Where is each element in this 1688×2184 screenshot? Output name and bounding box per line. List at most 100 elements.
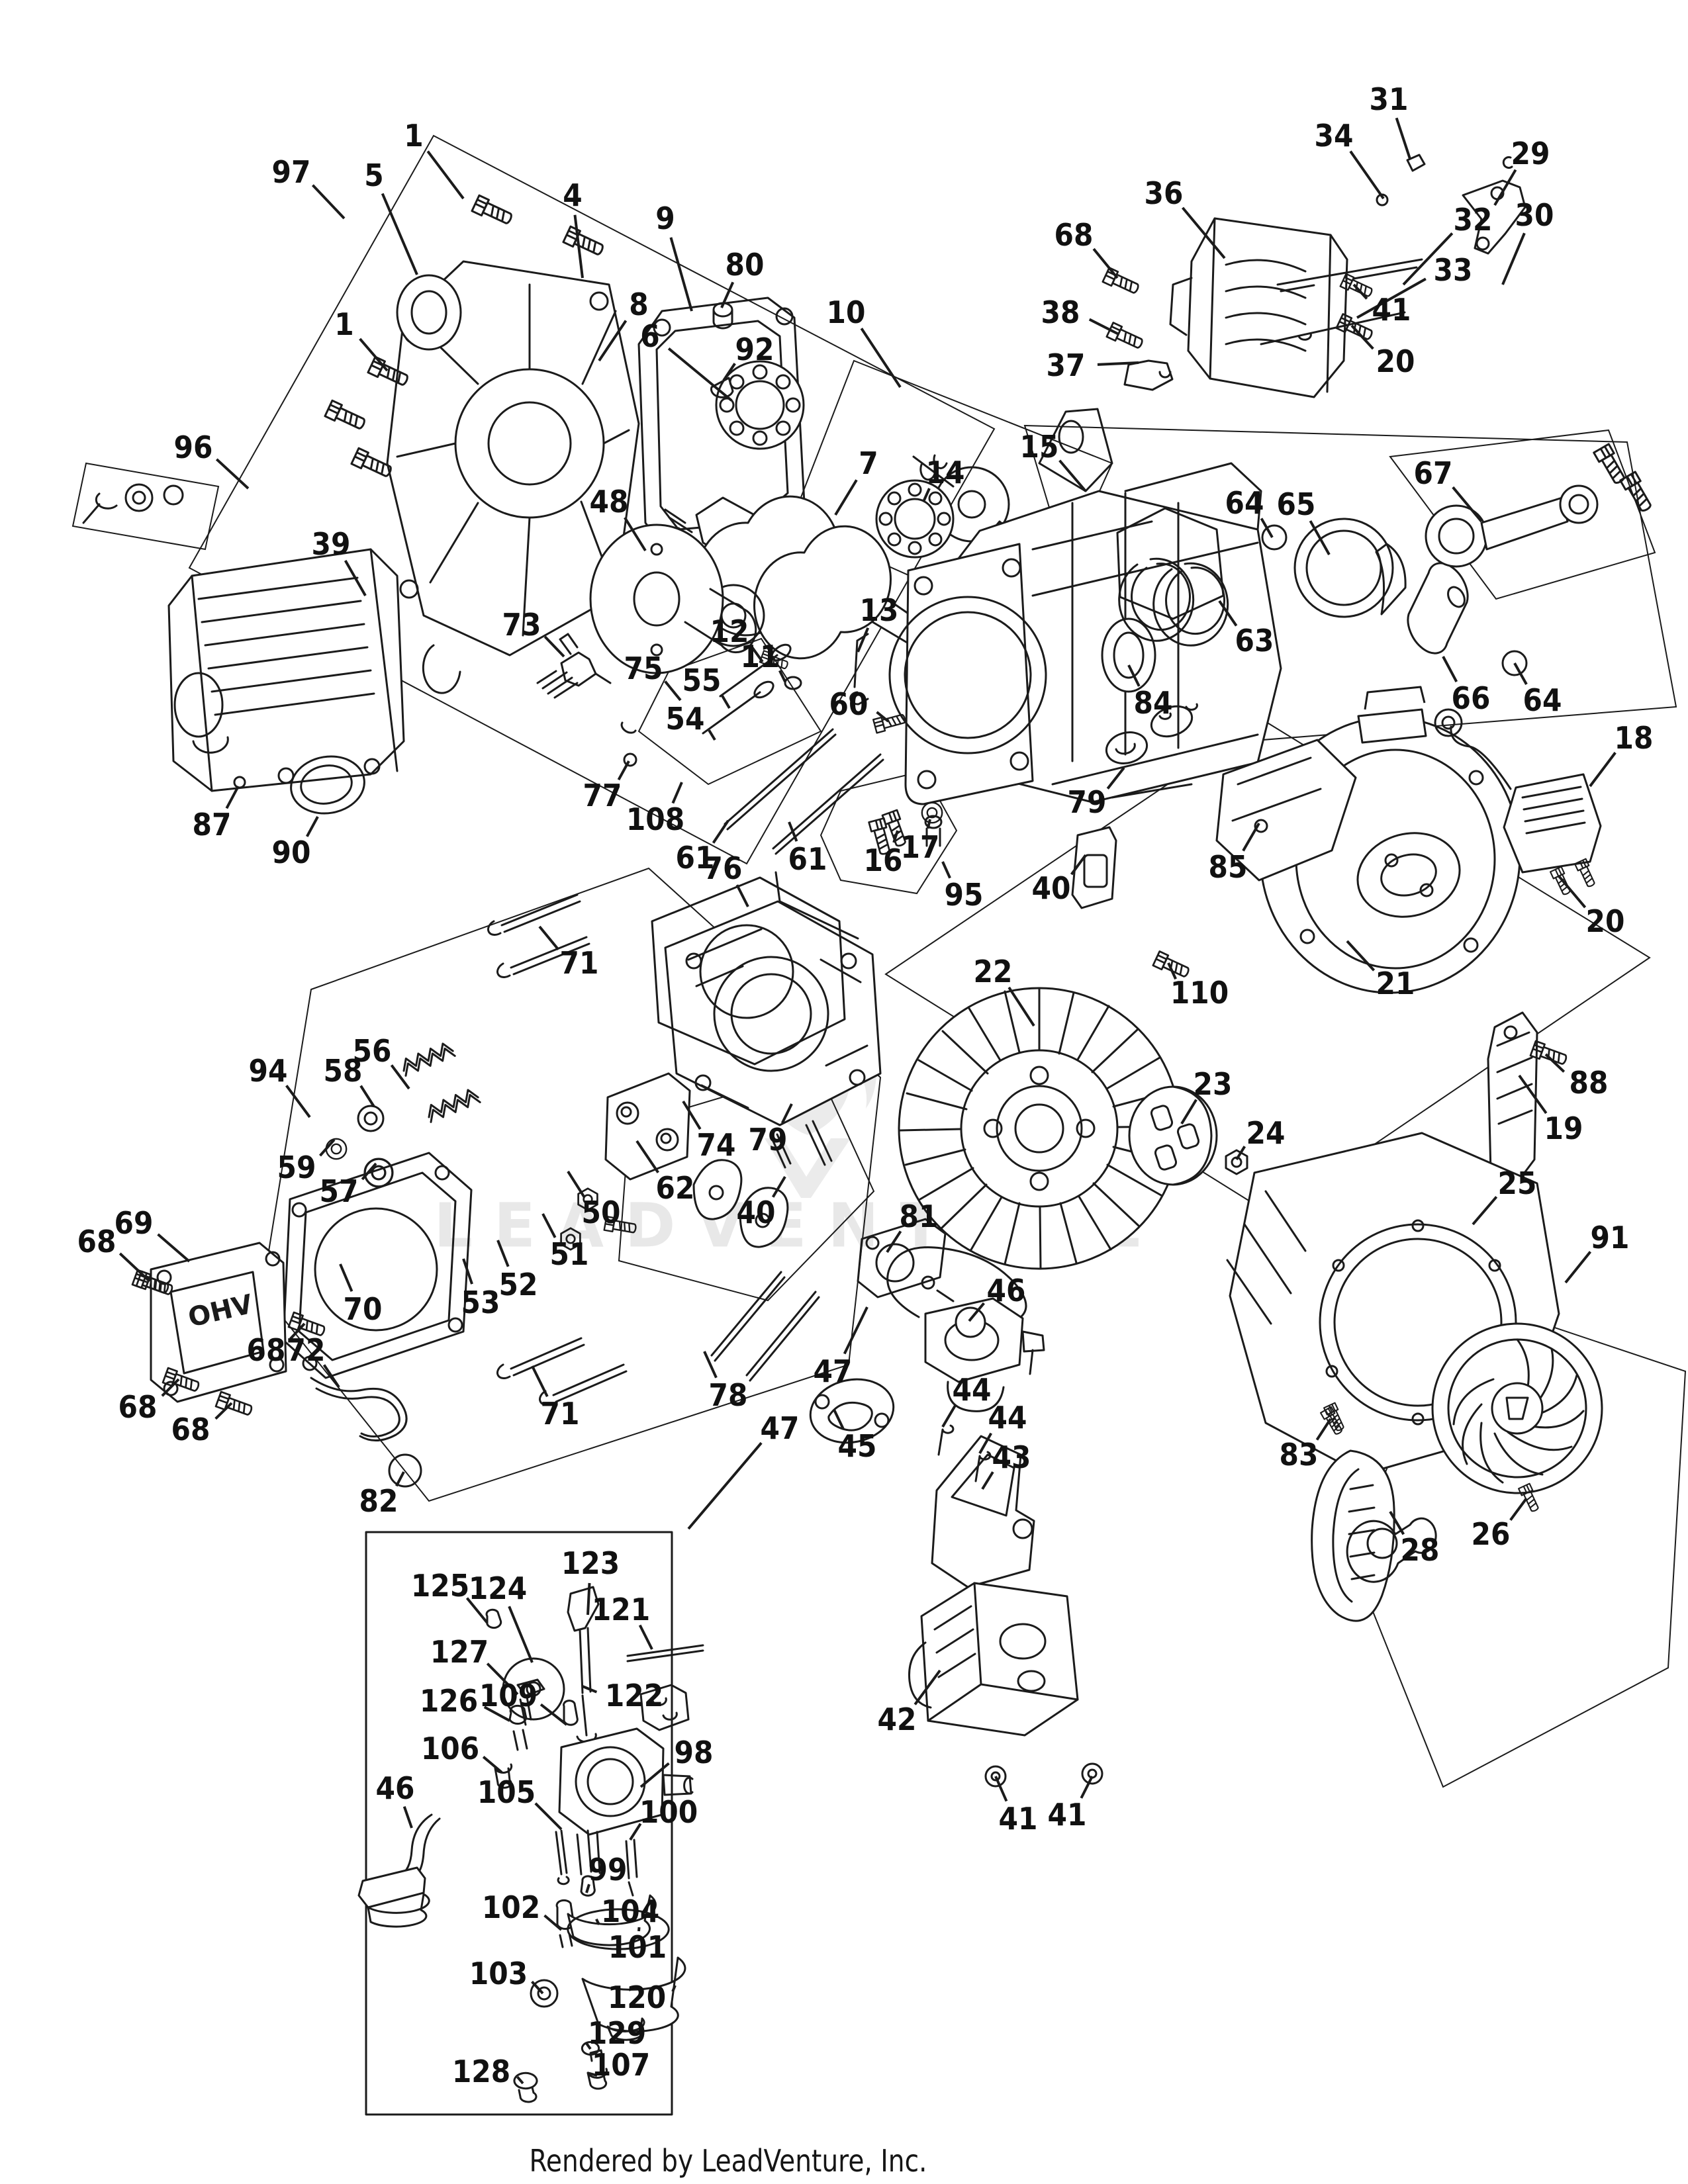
part-label-58[interactable]: 58: [323, 1053, 363, 1089]
part-label-105[interactable]: 105: [477, 1774, 536, 1810]
part-label-65[interactable]: 65: [1276, 486, 1316, 522]
part-label-46[interactable]: 46: [986, 1273, 1026, 1308]
part-label-98[interactable]: 98: [674, 1735, 714, 1770]
part-label-110[interactable]: 110: [1170, 975, 1229, 1011]
part-label-15[interactable]: 15: [1019, 429, 1059, 465]
part-label-100[interactable]: 100: [639, 1794, 698, 1830]
part-label-56[interactable]: 56: [352, 1033, 392, 1069]
part-label-82[interactable]: 82: [359, 1483, 399, 1519]
part-label-96[interactable]: 96: [173, 430, 213, 465]
part-label-68[interactable]: 68: [118, 1389, 158, 1425]
part-label-55[interactable]: 55: [682, 662, 722, 698]
part-label-72[interactable]: 72: [286, 1332, 326, 1368]
part-label-25[interactable]: 25: [1497, 1165, 1537, 1201]
part-label-40[interactable]: 40: [1031, 870, 1071, 906]
part-label-45[interactable]: 45: [837, 1428, 877, 1464]
part-label-30[interactable]: 30: [1515, 197, 1554, 233]
part-label-71[interactable]: 71: [540, 1396, 580, 1432]
part-label-50[interactable]: 50: [581, 1195, 621, 1230]
part-label-121[interactable]: 121: [591, 1592, 651, 1627]
part-label-77[interactable]: 77: [583, 778, 622, 813]
part-label-18[interactable]: 18: [1614, 720, 1654, 756]
part-label-63[interactable]: 63: [1235, 623, 1274, 659]
part-label-24[interactable]: 24: [1246, 1115, 1286, 1151]
part-label-78[interactable]: 78: [708, 1377, 748, 1413]
part-label-11[interactable]: 11: [740, 639, 780, 674]
part-label-64[interactable]: 64: [1523, 682, 1562, 718]
part-label-33[interactable]: 33: [1433, 252, 1473, 288]
part-label-103[interactable]: 103: [469, 1956, 528, 1991]
part-label-59[interactable]: 59: [277, 1150, 316, 1185]
part-label-109[interactable]: 109: [479, 1678, 538, 1713]
part-label-92[interactable]: 92: [735, 332, 774, 367]
part-label-12[interactable]: 12: [710, 614, 749, 649]
part-label-67[interactable]: 67: [1413, 455, 1453, 491]
part-label-85[interactable]: 85: [1208, 849, 1248, 885]
part-label-48[interactable]: 48: [589, 484, 629, 520]
part-label-73[interactable]: 73: [502, 607, 541, 643]
part-label-75[interactable]: 75: [624, 651, 663, 686]
part-label-1[interactable]: 1: [404, 118, 424, 154]
part-label-61[interactable]: 61: [675, 840, 715, 876]
part-label-87[interactable]: 87: [192, 807, 232, 842]
part-label-71[interactable]: 71: [559, 945, 599, 981]
part-label-42[interactable]: 42: [877, 1702, 917, 1737]
part-label-21[interactable]: 21: [1376, 966, 1415, 1001]
part-label-14[interactable]: 14: [925, 455, 965, 490]
part-label-128[interactable]: 128: [451, 2054, 511, 2089]
part-label-8[interactable]: 8: [629, 287, 649, 322]
part-label-90[interactable]: 90: [271, 835, 311, 870]
part-label-19[interactable]: 19: [1544, 1111, 1583, 1146]
part-label-122[interactable]: 122: [604, 1678, 664, 1713]
part-label-31[interactable]: 31: [1369, 81, 1409, 117]
part-label-97[interactable]: 97: [271, 154, 311, 190]
part-label-60[interactable]: 60: [829, 686, 868, 722]
part-label-68[interactable]: 68: [246, 1332, 286, 1368]
part-label-41[interactable]: 41: [998, 1801, 1038, 1837]
part-label-47[interactable]: 47: [813, 1353, 853, 1389]
part-label-68[interactable]: 68: [1054, 217, 1094, 253]
part-label-94[interactable]: 94: [248, 1053, 288, 1089]
part-label-106[interactable]: 106: [420, 1731, 480, 1766]
part-label-102[interactable]: 102: [481, 1889, 541, 1925]
part-label-51[interactable]: 51: [549, 1236, 589, 1272]
part-label-32[interactable]: 32: [1453, 202, 1493, 238]
part-label-69[interactable]: 69: [114, 1205, 154, 1241]
part-label-68[interactable]: 68: [77, 1224, 117, 1259]
part-label-125[interactable]: 125: [410, 1568, 470, 1604]
part-label-41[interactable]: 41: [1047, 1797, 1087, 1833]
part-label-107[interactable]: 107: [591, 2047, 651, 2083]
part-label-81[interactable]: 81: [899, 1199, 939, 1234]
part-label-1[interactable]: 1: [334, 306, 354, 342]
part-label-61[interactable]: 61: [788, 841, 827, 877]
part-label-127[interactable]: 127: [430, 1634, 489, 1670]
part-label-52[interactable]: 52: [498, 1267, 538, 1302]
part-label-99[interactable]: 99: [588, 1852, 628, 1888]
part-label-44[interactable]: 44: [988, 1400, 1027, 1435]
part-label-124[interactable]: 124: [468, 1570, 528, 1606]
part-label-37[interactable]: 37: [1046, 347, 1086, 383]
part-label-64[interactable]: 64: [1225, 485, 1264, 521]
part-label-66[interactable]: 66: [1451, 680, 1491, 716]
part-label-62[interactable]: 62: [655, 1170, 695, 1206]
part-label-80[interactable]: 80: [725, 247, 765, 283]
part-label-88[interactable]: 88: [1569, 1065, 1609, 1101]
part-label-68[interactable]: 68: [171, 1412, 211, 1447]
part-label-7[interactable]: 7: [859, 445, 878, 481]
part-label-129[interactable]: 129: [587, 2015, 647, 2051]
part-label-91[interactable]: 91: [1590, 1220, 1630, 1255]
part-label-83[interactable]: 83: [1279, 1437, 1319, 1473]
part-label-84[interactable]: 84: [1133, 685, 1173, 721]
part-label-76[interactable]: 76: [703, 850, 743, 886]
part-label-120[interactable]: 120: [607, 1979, 667, 2015]
part-label-101[interactable]: 101: [608, 1929, 667, 1965]
part-label-36[interactable]: 36: [1144, 175, 1184, 211]
part-label-16[interactable]: 16: [863, 842, 903, 878]
part-label-79[interactable]: 79: [1067, 784, 1107, 820]
part-label-13[interactable]: 13: [859, 592, 899, 628]
part-label-47[interactable]: 47: [760, 1410, 800, 1446]
part-label-44[interactable]: 44: [952, 1372, 992, 1408]
part-label-22[interactable]: 22: [973, 954, 1013, 989]
part-label-79[interactable]: 79: [748, 1122, 788, 1158]
part-label-95[interactable]: 95: [944, 877, 984, 913]
